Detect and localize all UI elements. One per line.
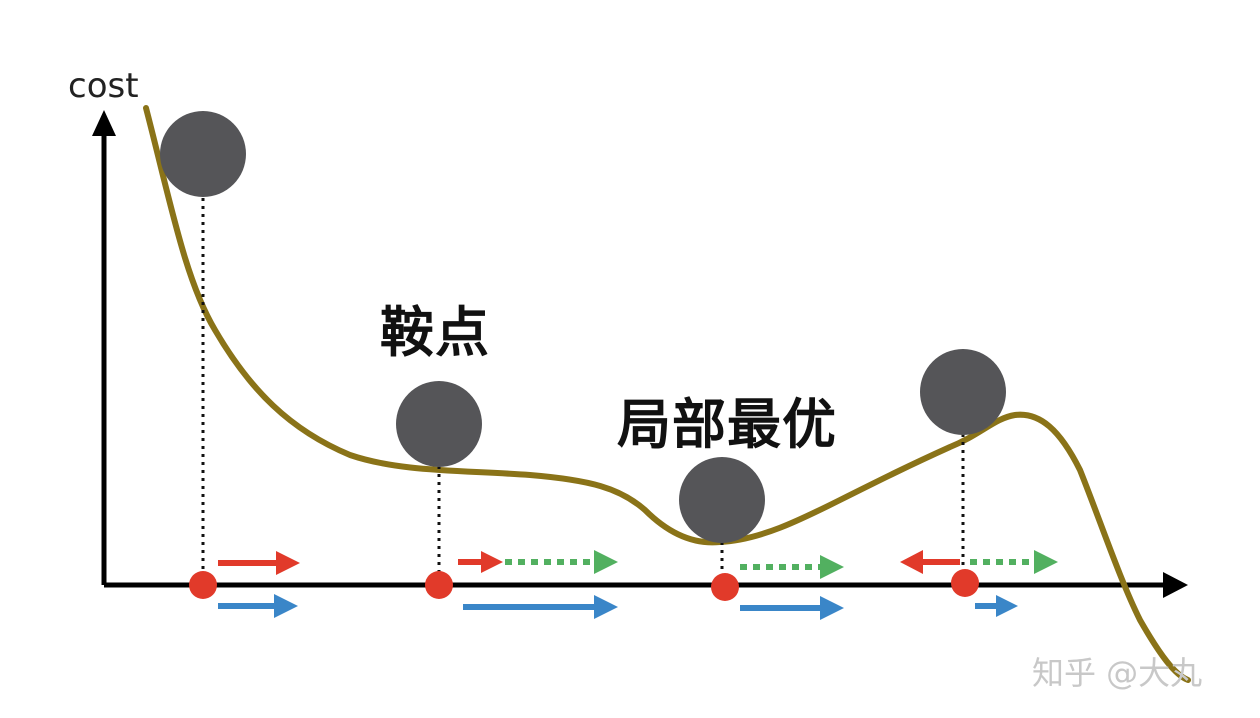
ball-start	[160, 111, 246, 197]
arrow-blue-right-saddle	[463, 595, 618, 619]
arrow-red-right-saddle	[458, 551, 503, 573]
ball-saddle	[396, 381, 482, 467]
arrow-blue-right-start	[218, 594, 298, 618]
y-axis-arrowhead	[92, 110, 116, 136]
watermark: 知乎 @大丸	[1032, 654, 1203, 692]
arrow-green-dotted-right-local-minimum	[740, 555, 844, 579]
ball-hill	[920, 349, 1006, 435]
arrow-red-left-hill	[900, 550, 960, 574]
axis-marker-start	[189, 571, 217, 599]
axis-marker-saddle	[425, 571, 453, 599]
saddle-point-label: 鞍点	[380, 301, 490, 364]
arrow-green-dotted-right-saddle	[505, 550, 618, 574]
arrow-blue-right-local-minimum	[740, 596, 844, 620]
ball-local-minimum	[679, 457, 765, 543]
axis-marker-hill	[951, 569, 979, 597]
arrow-blue-right-hill	[975, 595, 1018, 617]
arrow-red-right-start	[218, 551, 300, 575]
local-optimum-label: 局部最优	[617, 393, 837, 456]
axis-marker-local-minimum	[711, 573, 739, 601]
y-axis-label: cost	[68, 66, 139, 106]
arrow-green-dotted-right-hill	[970, 550, 1058, 574]
x-axis-arrowhead	[1163, 572, 1188, 598]
